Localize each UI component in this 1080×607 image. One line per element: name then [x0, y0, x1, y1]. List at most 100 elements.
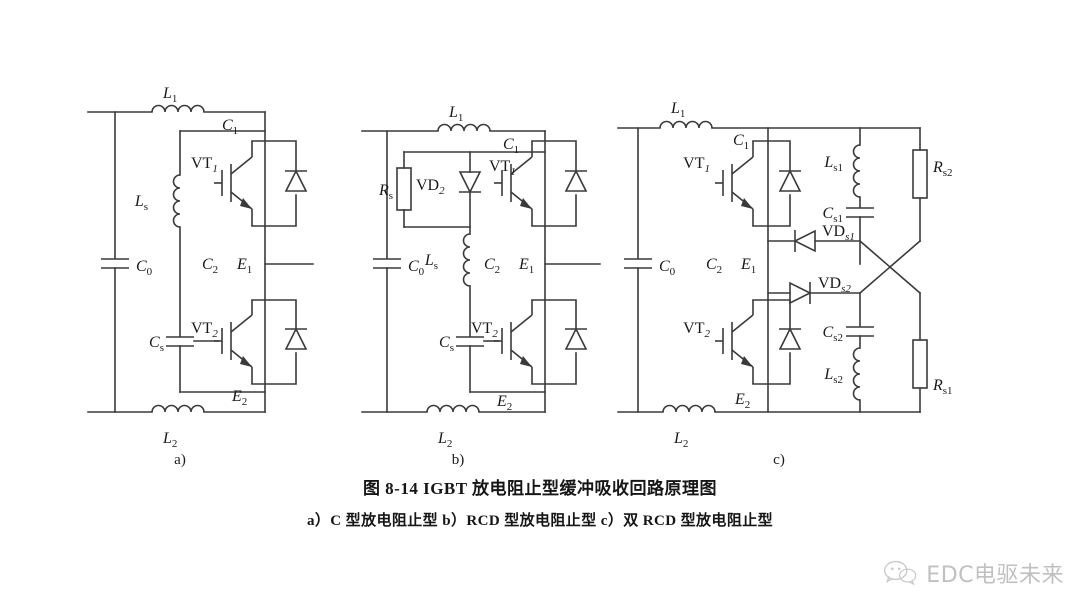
panel-b-label-C0: C0	[408, 258, 425, 278]
panel-a-label-VT2: VT2	[191, 320, 218, 340]
panel-b-VT1-emitter-arrow	[520, 198, 532, 209]
panel-b-d1-top-wire	[531, 140, 577, 172]
panel-c-label-C1: C1	[733, 132, 749, 152]
panel-b-circuit: L1 L2 C0 C1 C2 Cs Ls Rs	[361, 104, 601, 468]
panel-a-d2-triangle	[284, 327, 308, 350]
panel-c-label-Rs1: Rs1	[932, 377, 953, 397]
panel-c-inductor-L2	[662, 404, 716, 413]
panel-b-diode-VT1-antiparallel	[531, 140, 588, 227]
panel-a-label-C1: C1	[222, 117, 238, 137]
panel-b-igbt-VT1	[494, 141, 533, 226]
panel-c-label-E1: E1	[740, 256, 756, 276]
panel-c-inductor-Ls2	[852, 347, 861, 401]
panel-b-d2-triangle	[564, 327, 588, 350]
panel-a-label-E2: E2	[231, 388, 247, 408]
panel-a-label-VT1: VT1	[191, 155, 218, 175]
panel-b-d2-bottom-wire	[531, 352, 577, 385]
panel-c-d2-bottom-wire	[752, 352, 791, 385]
panel-b-label-VT2: VT2	[471, 320, 498, 340]
panel-c-label-E2: E2	[734, 391, 750, 411]
panel-a-inductor-L2	[151, 404, 205, 413]
panel-c-label-Cs1: Cs1	[823, 205, 843, 225]
panel-a-diode-VT2-antiparallel	[251, 299, 308, 385]
panel-a-key-label: a)	[174, 452, 186, 468]
panel-b-igbt-VT2	[494, 300, 533, 384]
panel-c-label-Rs2: Rs2	[932, 159, 953, 179]
panel-a-d2-top-wire	[251, 299, 297, 330]
panel-c-VT1-collector-lead	[731, 156, 754, 175]
panel-a-label-Cs: Cs	[149, 334, 164, 354]
panel-b-inductor-Ls	[462, 233, 471, 287]
panel-a-label-C0: C0	[136, 258, 153, 278]
panel-c-circuit: L1 L2 C0 C1 C2 E1 E2 VT1	[617, 100, 953, 468]
panel-b-diode-VT2-antiparallel	[531, 299, 588, 385]
panel-b-inductor-L2	[426, 404, 480, 413]
panel-b-label-C1: C1	[503, 136, 519, 156]
panel-c-igbt-VT1	[715, 141, 754, 226]
panel-c-resistor-Rs2	[912, 149, 928, 199]
panel-b-inductor-L1	[437, 123, 491, 132]
panel-b-d2-top-wire	[531, 299, 577, 330]
panel-a-label-E1: E1	[236, 256, 252, 276]
panel-a-label-L2: L2	[162, 430, 177, 450]
panel-c-d1-top-wire	[752, 140, 791, 172]
panel-c-VT2-emitter-arrow	[741, 356, 753, 367]
watermark: EDC电驱未来	[883, 557, 1064, 589]
panel-c-diode-VT2-antiparallel	[752, 299, 802, 385]
panel-b-label-Cs: Cs	[439, 334, 454, 354]
panel-c-diode-VDs1	[767, 229, 861, 253]
panel-a-d1-top-wire	[251, 140, 297, 172]
panel-c-label-Cs2: Cs2	[823, 324, 843, 344]
panel-c-diode-VDs2	[767, 281, 861, 305]
panel-a-label-C2: C2	[202, 256, 218, 276]
panel-c-igbt-VT2	[715, 300, 754, 384]
figure-caption-main: 图 8-14 IGBT 放电阻止型缓冲吸收回路原理图	[362, 479, 718, 498]
panel-c-VDs1-triangle	[793, 229, 816, 253]
panel-c-VT1-emitter-arrow	[741, 198, 753, 209]
panel-c-resistor-Rs1	[912, 339, 928, 389]
panel-c-label-C2: C2	[706, 256, 722, 276]
panel-b-d1-triangle	[564, 169, 588, 192]
panel-b-label-C2: C2	[484, 256, 500, 276]
panel-c-cross-wire-2	[858, 239, 922, 295]
panel-c-label-VT2: VT2	[683, 320, 710, 340]
panel-a-igbt-VT2	[214, 300, 253, 384]
panel-b-label-Rs: Rs	[378, 182, 393, 202]
panel-c-inductor-L1	[659, 120, 713, 129]
panel-b-resistor-Rs	[396, 167, 412, 211]
panel-b-VT2-collector-lead	[510, 314, 533, 333]
panel-b-diode-VD2	[458, 151, 482, 235]
panel-c-d2-top-wire	[752, 299, 791, 330]
panel-c-d1-bottom-wire	[752, 194, 791, 227]
panel-a-VT1-emitter-arrow	[240, 198, 252, 209]
panel-b-label-L1: L1	[448, 104, 463, 124]
wechat-bubble-icon	[884, 560, 917, 586]
panel-b-label-VT1: VT1	[489, 158, 516, 178]
panel-b-label-Ls: Ls	[424, 252, 438, 272]
panel-a-d2-bottom-wire	[251, 352, 297, 385]
panel-c-VT2-collector-lead	[731, 314, 754, 333]
panel-a-VT1-collector-lead	[230, 156, 253, 175]
panel-c-diode-VT1-antiparallel	[752, 140, 802, 227]
panel-b-VT2-emitter-arrow	[520, 356, 532, 367]
panel-c-label-VT1: VT1	[683, 155, 710, 175]
panel-a-inductor-Ls	[172, 174, 181, 228]
panel-b-label-VD2: VD2	[416, 177, 445, 197]
panel-a-diode-VT1-antiparallel	[251, 140, 308, 227]
panel-c-key-label: c)	[773, 452, 785, 468]
panel-a-VT2-emitter-arrow	[240, 356, 252, 367]
panel-a-d1-bottom-wire	[251, 194, 297, 227]
panel-b-VD2-triangle	[458, 171, 482, 194]
panel-c-d1-triangle	[778, 169, 802, 192]
panel-c-label-Ls1: Ls1	[823, 154, 843, 174]
panel-b-d1-bottom-wire	[531, 194, 577, 227]
panel-a-VT2-collector-lead	[230, 314, 253, 333]
panel-a-d1-triangle	[284, 169, 308, 192]
panel-b-label-L2: L2	[437, 430, 452, 450]
panel-c-VDs2-triangle	[789, 281, 812, 305]
panel-c-label-C0: C0	[659, 258, 676, 278]
panel-a-label-L1: L1	[162, 85, 177, 105]
panel-c-inductor-Ls1	[852, 144, 861, 198]
panel-a-igbt-VT1	[214, 141, 253, 226]
